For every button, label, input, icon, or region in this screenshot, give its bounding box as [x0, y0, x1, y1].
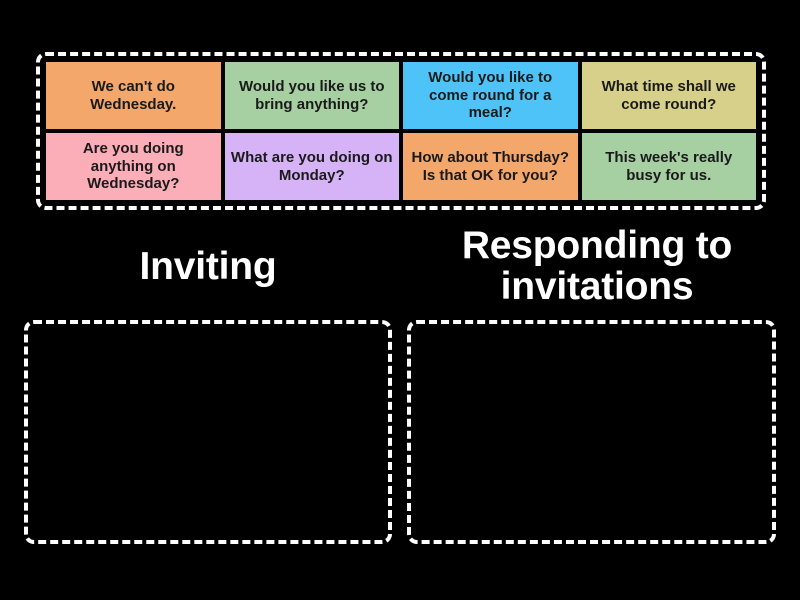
- tile-label: Would you like to come round for a meal?: [428, 68, 553, 122]
- drop-zone-responding[interactable]: [407, 320, 776, 544]
- tile-label: What are you doing on Monday?: [230, 148, 393, 184]
- drop-zone-inviting[interactable]: [24, 320, 392, 544]
- tile-grid: We can't do Wednesday. Would you like us…: [46, 62, 756, 200]
- tile-card[interactable]: How about Thursday? Is that OK for you?: [403, 133, 578, 200]
- tile-label: What time shall we come round?: [601, 77, 736, 113]
- tile-card[interactable]: We can't do Wednesday.: [46, 62, 221, 129]
- category-heading-responding: Responding to invitations: [461, 224, 733, 309]
- category-heading-inviting: Inviting: [139, 245, 277, 288]
- tile-label: Would you like us to bring anything?: [238, 77, 385, 113]
- tile-card[interactable]: Would you like to come round for a meal?: [403, 62, 578, 129]
- tile-label: How about Thursday? Is that OK for you?: [411, 148, 570, 184]
- tile-card[interactable]: What are you doing on Monday?: [224, 133, 399, 200]
- tile-card[interactable]: This week's really busy for us.: [581, 133, 756, 200]
- tile-card[interactable]: What time shall we come round?: [581, 62, 756, 129]
- tile-label: Are you doing anything on Wednesday?: [82, 139, 184, 193]
- tile-tray: We can't do Wednesday. Would you like us…: [36, 52, 766, 210]
- tile-card[interactable]: Are you doing anything on Wednesday?: [46, 133, 221, 200]
- tile-label: This week's really busy for us.: [605, 148, 733, 184]
- tile-card[interactable]: Would you like us to bring anything?: [224, 62, 399, 129]
- tile-label: We can't do Wednesday.: [90, 77, 177, 113]
